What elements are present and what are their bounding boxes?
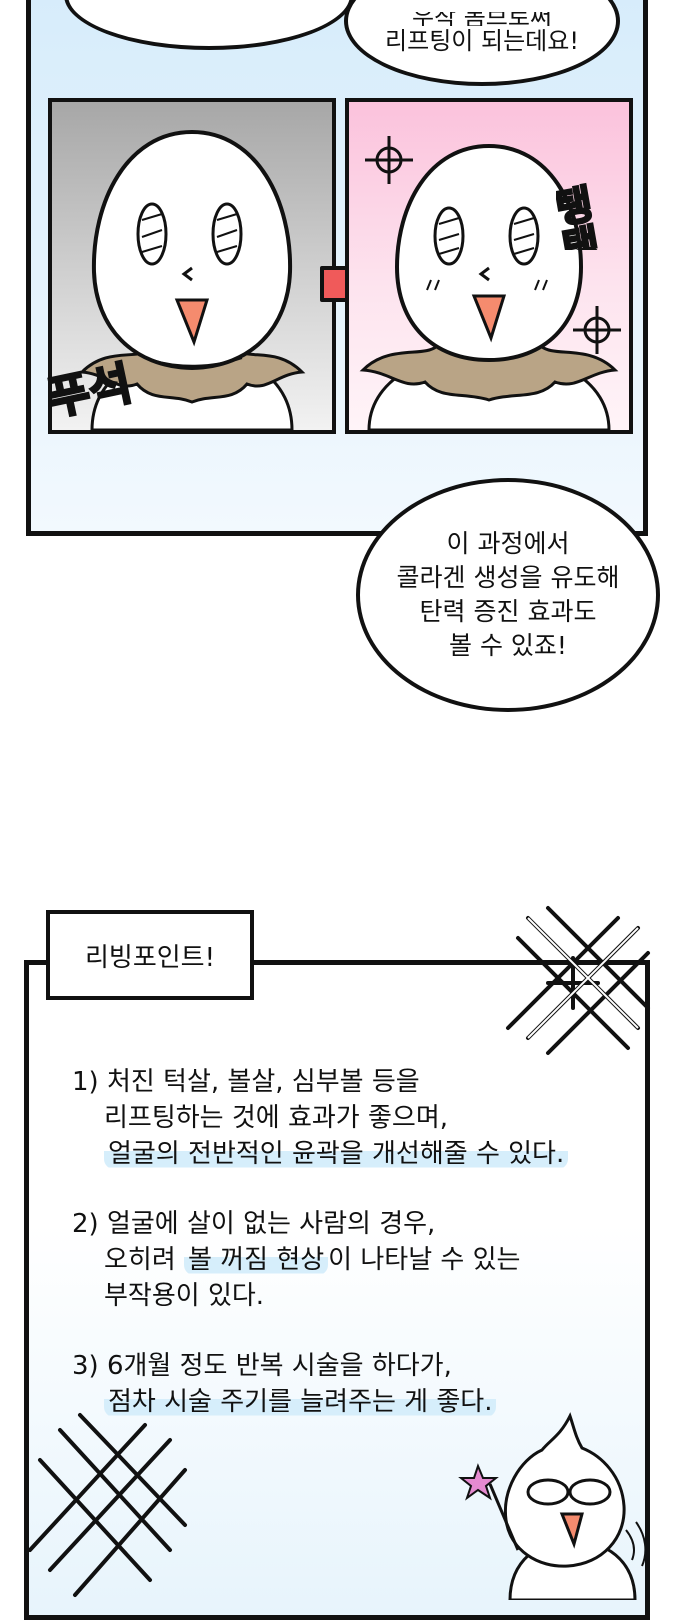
tip-text: 얼굴에 살이 없는 사람의 경우, [106, 1209, 436, 1239]
tip-text: 부작용이 있다. [104, 1281, 265, 1311]
svg-text:푸석: 푸석 [44, 356, 136, 426]
tip-text: 처진 턱살, 볼살, 심부볼 등을 [106, 1067, 420, 1097]
tip-number: 2) [72, 1209, 99, 1239]
tip-highlight: 점차 시술 주기를 늘려주는 게 좋다. [104, 1387, 497, 1417]
lifted-face-illustration [359, 136, 621, 430]
sfx-after: 탱탱 [543, 110, 646, 270]
tips-list: 1) 처진 턱살, 볼살, 심부볼 등을 리프팅하는 것에 효과가 좋으며, 얼… [72, 1064, 632, 1454]
tip-text: 리프팅하는 것에 효과가 좋으며, [104, 1103, 449, 1133]
speech-bubble-bottom: 이 과정에서 콜라겐 생성을 유도해 탄력 증진 효과도 볼 수 있죠! [356, 478, 660, 712]
tip-text: 오히려 [104, 1245, 185, 1275]
sfx-dry-lettering: 푸석 [41, 355, 138, 428]
tip-number: 1) [72, 1067, 99, 1097]
sfx-plump-lettering: 탱탱 [543, 181, 605, 270]
sparkle-icon [365, 136, 621, 354]
bubble-partial-line: 우착 봄브로써 [411, 12, 553, 26]
after-face-panel [345, 98, 633, 434]
sfx-before: 푸석 [41, 344, 174, 448]
sparkle-burst-icon [28, 1413, 187, 1597]
tip-highlight: 볼 꺼짐 현상 [184, 1245, 329, 1275]
svg-text:탱탱: 탱탱 [556, 182, 603, 250]
sparkle-burst-icon [506, 906, 650, 1055]
bubble-line-1: 이 과정에서 [446, 529, 570, 558]
bubble-line: 리프팅이 되는데요! [385, 27, 579, 55]
tip-item-1: 1) 처진 턱살, 볼살, 심부볼 등을 리프팅하는 것에 효과가 좋으며, 얼… [72, 1064, 632, 1172]
bubble-line-3: 탄력 증진 효과도 [419, 597, 597, 626]
star-icon [458, 1463, 499, 1501]
tip-highlight: 얼굴의 전반적인 윤곽을 개선해줄 수 있다. [104, 1139, 569, 1169]
tip-text: 이 나타날 수 있는 [328, 1245, 521, 1275]
tip-item-3: 3) 6개월 정도 반복 시술을 하다가, 점차 시술 주기를 늘려주는 게 좋… [72, 1348, 632, 1420]
tip-text: 6개월 정도 반복 시술을 하다가, [106, 1351, 452, 1381]
before-face-panel [48, 98, 336, 434]
bubble-line-2: 콜라겐 생성을 유도해 [396, 563, 620, 592]
saggy-face-illustration [78, 129, 306, 430]
living-point-title: 리빙포인트! [46, 910, 254, 1000]
bubble-line-4: 볼 수 있죠! [449, 631, 567, 660]
tip-number: 3) [72, 1351, 99, 1381]
onion-mascot-illustration [458, 1412, 647, 1600]
